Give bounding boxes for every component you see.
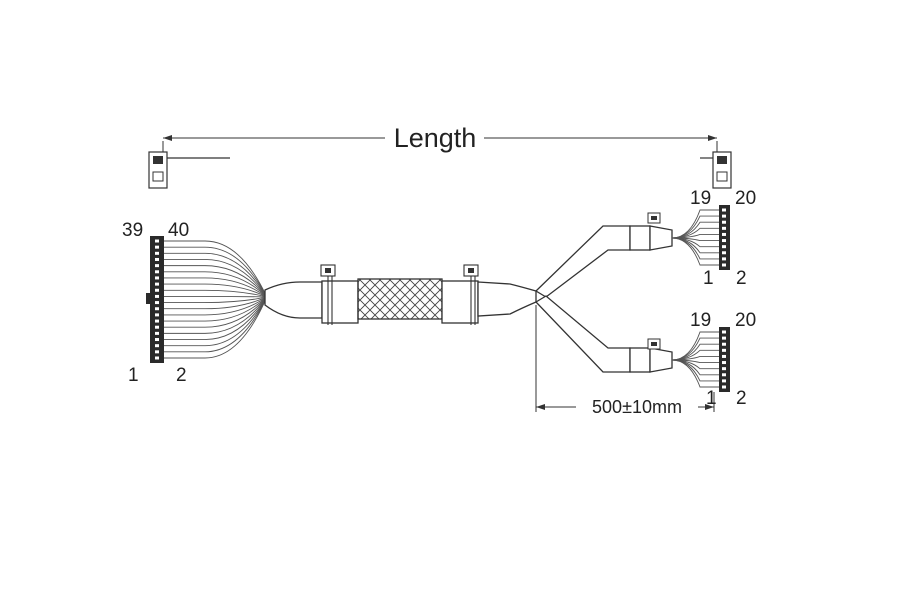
connector-pin [155, 288, 159, 292]
connector-pin [722, 220, 726, 224]
ribbon-wire [164, 289, 267, 298]
ribbon-wire [164, 295, 267, 298]
ribbon-wire [164, 252, 267, 296]
connector-pin [155, 239, 159, 243]
connector-pin [722, 251, 726, 255]
connector-pin [722, 379, 726, 383]
side-view-connector-left [148, 151, 230, 189]
connector-pin [155, 356, 159, 360]
upper-pin-label-2: 2 [736, 268, 747, 289]
ribbon-wire [164, 240, 267, 296]
ribbon-wire [164, 246, 267, 296]
connector-pin [155, 294, 159, 298]
main-pin-label-39: 39 [122, 220, 143, 241]
length-label: Length [394, 123, 477, 153]
connector-pin [155, 338, 159, 342]
cable-tie-right [463, 264, 479, 325]
connector-pin [155, 251, 159, 255]
side-view-connector-right [700, 151, 732, 189]
ribbon-wire [164, 297, 267, 328]
connector-pin [722, 257, 726, 261]
ribbon-wire [164, 297, 267, 322]
connector-pin [722, 232, 726, 236]
connector-pin [155, 325, 159, 329]
ribbon-wire [164, 265, 267, 297]
lower-pin-label-1: 1 [706, 388, 717, 409]
upper-pin-label-19: 19 [690, 188, 711, 209]
connector-pin [722, 330, 726, 334]
main-pin-label-40: 40 [168, 220, 189, 241]
connector-pin [155, 319, 159, 323]
connector-pin [722, 263, 726, 267]
connector-pin [155, 301, 159, 305]
split-dimension-label: 500±10mm [592, 397, 682, 417]
connector-pin [155, 313, 159, 317]
cable-tie-left [320, 264, 336, 325]
branch-wire [671, 359, 719, 388]
connector-pin [155, 264, 159, 268]
connector-pin [722, 245, 726, 249]
ribbon-wire [164, 259, 267, 297]
length-dimension: Length [162, 123, 718, 158]
upper-pin-label-20: 20 [735, 188, 756, 209]
connector-pin [155, 245, 159, 249]
ribbon-wire [164, 296, 267, 310]
ribbon-wire [164, 297, 267, 340]
branch-cables [534, 212, 673, 373]
upper-pin-label-1: 1 [703, 268, 714, 289]
split-dimension: 500±10mm [535, 305, 715, 417]
connector-pin [722, 367, 726, 371]
ribbon-wire [164, 298, 267, 347]
ribbon-wire [164, 283, 267, 297]
connector-pin [155, 282, 159, 286]
ribbon-wire [164, 296, 267, 304]
connector-pin [722, 348, 726, 352]
connector-pin [722, 239, 726, 243]
main-cable [264, 264, 537, 325]
connector-pin [155, 350, 159, 354]
branch-wire [671, 237, 719, 266]
connector-pin [722, 336, 726, 340]
lower-pin-label-2: 2 [736, 388, 747, 409]
branch-connector-upper: 19 20 1 2 [671, 188, 756, 289]
ribbon-wire [164, 298, 267, 359]
ribbon-wire [164, 297, 267, 316]
connector-pin [155, 344, 159, 348]
connector-pin [155, 307, 159, 311]
ribbon-wire [164, 277, 267, 297]
ribbon-wire [164, 298, 267, 353]
connector-pin [155, 257, 159, 261]
main-pin-label-2: 2 [176, 365, 187, 386]
main-pin-label-1: 1 [128, 365, 139, 386]
connector-pin [722, 342, 726, 346]
lower-pin-label-19: 19 [690, 310, 711, 331]
branch-wire [671, 233, 719, 239]
connector-pin [722, 214, 726, 218]
ribbon-wire [164, 271, 267, 297]
connector-pin [722, 385, 726, 389]
ribbon-wire [164, 297, 267, 334]
connector-pin [722, 361, 726, 365]
connector-pin [722, 226, 726, 230]
connector-pin [722, 208, 726, 212]
lower-pin-label-20: 20 [735, 310, 756, 331]
connector-pin [722, 354, 726, 358]
connector-pin [155, 276, 159, 280]
connector-pin [155, 331, 159, 335]
connector-pin [722, 373, 726, 377]
branch-wire [671, 355, 719, 361]
connector-pin [155, 270, 159, 274]
main-connector: 39 40 1 2 [122, 220, 267, 386]
branch-connector-lower: 19 20 1 2 [671, 310, 756, 409]
